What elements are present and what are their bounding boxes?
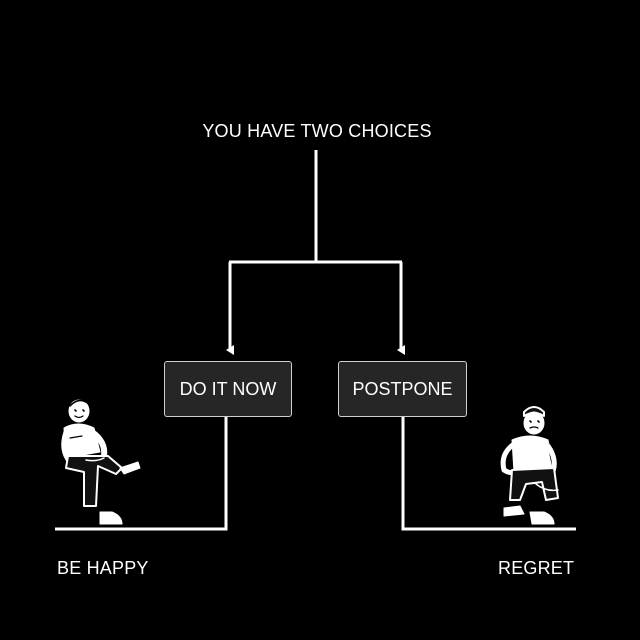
choice-box-postpone: POSTPONE [338, 361, 467, 417]
regretful-person-illustration [503, 407, 558, 524]
outcome-label-be-happy: BE HAPPY [57, 558, 149, 579]
diagram-title: YOU HAVE TWO CHOICES [0, 121, 634, 142]
choice-label-do-it-now: DO IT NOW [180, 379, 277, 400]
choice-box-do-it-now: DO IT NOW [164, 361, 292, 417]
outcome-label-regret: REGRET [498, 558, 574, 579]
choice-label-postpone: POSTPONE [352, 379, 452, 400]
relaxed-person-illustration [64, 400, 140, 524]
